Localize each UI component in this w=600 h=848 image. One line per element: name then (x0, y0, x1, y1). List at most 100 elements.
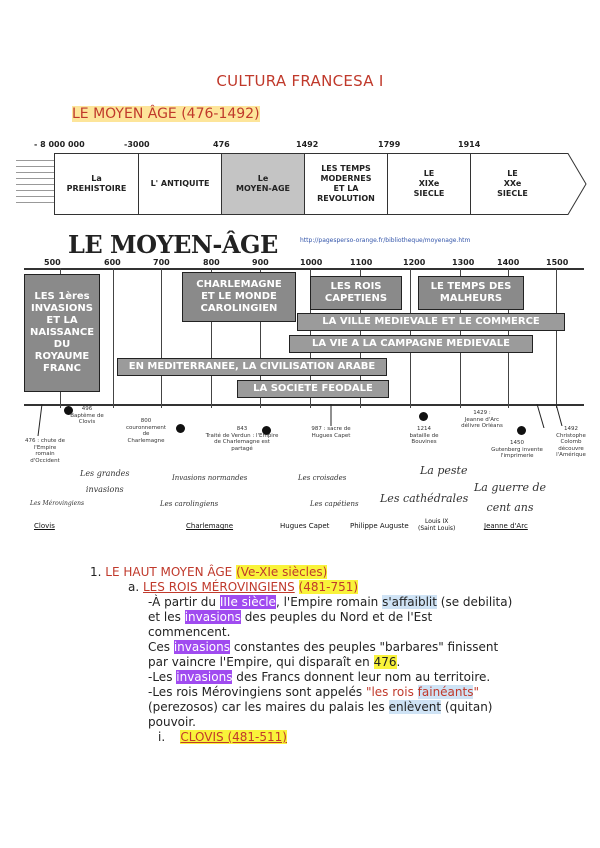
moyen-age-heading: LE MOYEN-ÂGE (68, 230, 278, 259)
hand-guerre-cent-ans: La guerre de cent ans (474, 481, 547, 514)
event-dot (64, 406, 73, 415)
paragraph-line: -Les rois Mérovingiens sont appelés "les… (148, 685, 530, 700)
tick-line (113, 268, 114, 408)
event-feodale: LA SOCIETE FEODALE (237, 380, 389, 398)
subsection-range: (481-751) (298, 580, 359, 594)
ma-year: 500 (44, 258, 61, 267)
event-dot (262, 426, 271, 435)
quote: "les rois (365, 685, 418, 699)
pointer-line-icon (536, 404, 545, 428)
event-ville: LA VILLE MEDIEVALE ET LE COMMERCE (297, 313, 565, 331)
text: -À partir du (148, 595, 220, 609)
tick-line (161, 268, 162, 408)
hand-croisades: Les croisades (298, 474, 347, 482)
name-louis-ix: Louis IX (Saint Louis) (418, 518, 456, 532)
name-clovis: Clovis (34, 522, 55, 530)
content-body: 1. LE HAUT MOYEN ÂGE (Ve-XIe siècles) a.… (90, 565, 530, 745)
tick-line (260, 268, 261, 408)
highlight: s'affaiblit (382, 595, 437, 609)
highlight: invasions (173, 640, 231, 654)
timeline-arrow-icon (553, 153, 587, 215)
text: des peuples du Nord et de l'Est (240, 610, 433, 624)
section-subtitle: LE MOYEN ÂGE (476-1492) (72, 106, 260, 122)
ma-year: 1100 (350, 258, 373, 267)
ma-year: 1200 (403, 258, 426, 267)
text: (perezosos) car les maires du palais les (148, 700, 389, 714)
sub-subsection-title: CLOVIS (481-511) (180, 730, 287, 744)
period-xx: LE XXe SIECLE (470, 153, 554, 215)
paragraph-line: et les invasions des peuples du Nord et … (148, 610, 530, 625)
year-label: 1492 (296, 140, 319, 149)
ma-year: 900 (252, 258, 269, 267)
subsection-letter: a. (128, 580, 140, 594)
text: des Francs donnent leur nom au territoir… (232, 670, 491, 684)
annotation-496: 496 Baptême de Clovis (70, 406, 104, 425)
roman-numeral: i. (158, 730, 166, 744)
text: (quitan) (441, 700, 493, 714)
highlight: invasions (184, 610, 241, 624)
year-label: 476 (213, 140, 230, 149)
text: -Les rois Mérovingiens sont appelés (148, 685, 366, 699)
year-label: 1799 (378, 140, 401, 149)
name-hugues-capet: Hugues Capet (280, 522, 330, 530)
ma-year: 700 (153, 258, 170, 267)
period-moyen-age: Le MOYEN-AGE (221, 153, 305, 215)
paragraph-line: -À partir du IIIe siècle, l'Empire romai… (148, 595, 530, 610)
subsection-title: LES ROIS MÉROVINGIENS (143, 580, 295, 594)
annotation-1450: 1450 Gutenberg invente l'imprimerie (491, 440, 543, 459)
event-dot (419, 412, 428, 421)
event-mediterranee: EN MEDITERRANEE, LA CIVILISATION ARABE (117, 358, 387, 376)
ma-year: 600 (104, 258, 121, 267)
pointer-line-icon (330, 404, 332, 426)
annotation-476: 476 : chute de l'Empire romain d'Occiden… (24, 438, 65, 464)
ma-year: 1500 (546, 258, 569, 267)
timeline-bottom-line (24, 404, 584, 406)
annotation-843: 843 Traité de Verdun : l'Empire de Charl… (205, 426, 279, 452)
section-heading: 1. LE HAUT MOYEN ÂGE (Ve-XIe siècles) (90, 565, 530, 580)
annotation-1429: 1429 : Jeanne d'Arc délivre Orléans (461, 410, 503, 429)
text: et les (148, 610, 185, 624)
paragraph-line: (perezosos) car les maires du palais les… (148, 700, 530, 715)
text: (se debilita) (436, 595, 513, 609)
period-antiquite: L' ANTIQUITE (138, 153, 222, 215)
name-charlemagne: Charlemagne (186, 522, 234, 530)
source-url: http://pagesperso-orange.fr/bibliotheque… (300, 237, 471, 244)
name-jeanne-darc: Jeanne d'Arc (484, 522, 528, 530)
paragraph-line: Ces invasions constantes des peuples "ba… (148, 640, 530, 655)
event-campagne: LA VIE A LA CAMPAGNE MEDIEVALE (289, 335, 533, 353)
annotation-800: 800 couronnement de Charlemagne (125, 418, 167, 444)
sub-subsection-heading: i. CLOVIS (481-511) (158, 730, 530, 745)
text: par vaincre l'Empire, qui disparaît en (148, 655, 374, 669)
event-charlemagne: CHARLEMAGNE ET LE MONDE CAROLINGIEN (182, 272, 296, 322)
text: Ces (148, 640, 174, 654)
hand-carolingiens: Les carolingiens (160, 500, 219, 508)
annotation-987: 987 : sacre de Hugues Capet (311, 426, 351, 439)
paragraph-line: par vaincre l'Empire, qui disparaît en 4… (148, 655, 530, 670)
hand-capetiens: Les capétiens (310, 500, 359, 508)
period-temps-modernes: LES TEMPS MODERNES ET LA REVOLUTION (304, 153, 388, 215)
paragraph-line: -Les invasions des Francs donnent leur n… (148, 670, 530, 685)
paragraph-line: pouvoir. (148, 715, 196, 729)
subsection-heading: a. LES ROIS MÉROVINGIENS (481-751) (128, 580, 530, 595)
text: . (396, 655, 401, 669)
section-number: 1. (90, 565, 102, 579)
hand-merovingiens: Les Mérovingiens (30, 500, 85, 507)
name-philippe-auguste: Philippe Auguste (350, 522, 409, 530)
year-label: - 8 000 000 (34, 140, 85, 149)
ma-year: 1000 (300, 258, 323, 267)
annotation-1492: 1492 Christophe Colomb découvre l'Amériq… (556, 426, 586, 458)
event-invasions: LES 1ères INVASIONS ET LA NAISSANCE DU R… (24, 274, 100, 392)
event-capetiens: LES ROIS CAPETIENS (310, 276, 402, 310)
event-dot (176, 424, 185, 433)
highlight: enlèvent (388, 700, 442, 714)
highlight: 476 (373, 655, 397, 669)
hand-invasions-normandes: Invasions normandes (172, 474, 248, 482)
pointer-line-icon (556, 404, 563, 426)
page-title: CULTURA FRANCESA I (216, 72, 384, 90)
pointer-line-icon (37, 404, 43, 436)
highlight: invasions (176, 670, 233, 684)
tick-line (556, 268, 557, 408)
hand-cathedrales: Les cathédrales (380, 492, 469, 505)
annotation-1214: 1214 bataille de Bouvines (409, 426, 439, 445)
hand-grandes-invasions: Les grandes invasions (80, 469, 130, 494)
